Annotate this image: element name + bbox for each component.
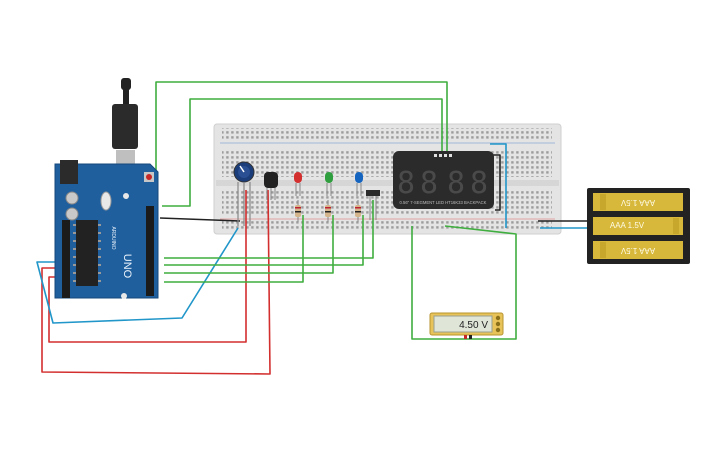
svg-text:AAA 1.5V: AAA 1.5V [620,246,655,255]
led-blue[interactable] [355,172,363,196]
svg-text:AAA 1.5V: AAA 1.5V [620,198,655,207]
wire-green-led2[interactable] [164,215,334,274]
breadboard-top-rail[interactable] [222,128,552,140]
wire-blue-display[interactable] [490,143,507,228]
temperature-sensor[interactable] [264,172,278,200]
pushbutton[interactable] [366,190,380,220]
multimeter[interactable]: 4.50 V [429,312,504,339]
resistor-green-led[interactable] [325,200,331,222]
wire-blue-pot[interactable] [36,227,239,324]
wire-green-meter-a[interactable] [411,226,470,340]
led-red[interactable] [294,172,302,196]
multimeter-reading: 4.50 V [459,320,488,331]
display-digit-1: 8 [397,166,415,201]
arduino-sub-label: ARDUINO [110,226,116,249]
battery-cell-2: AAA 1.5V [593,217,683,235]
display-digit-2: 8 [420,166,438,201]
wire-green-scl[interactable] [155,81,448,196]
display-digit-3: 8 [447,166,465,201]
display-caption: 0.56" 7-SEGMENT LED HT16K33 BACKPACK [400,200,487,205]
multimeter-probe-red[interactable] [464,335,467,339]
usb-plug [112,104,138,149]
arduino-uno-board[interactable]: UNO ARDUINO [54,78,159,299]
header-analog-power[interactable] [62,220,70,298]
wire-green-sda[interactable] [162,98,443,207]
wire-green-meter-b[interactable] [444,225,517,340]
resistor-blue-led[interactable] [355,200,361,222]
arduino-brand-label: UNO [121,254,133,279]
breadboard-lower-terminals[interactable] [222,189,552,216]
resistor-red-led[interactable] [295,200,301,222]
wires [36,81,590,375]
wire-black-display-gnd[interactable] [493,154,501,211]
wire-black-gnd[interactable] [159,217,241,222]
wire-green-led1[interactable] [164,215,304,283]
power-jack [60,160,78,184]
breadboard-bottom-rail[interactable] [222,221,552,231]
potentiometer[interactable] [233,161,255,226]
seven-segment-display[interactable]: 8 8 8 8 0.56" 7-SEGMENT LED HT16K33 BACK… [393,151,494,209]
wire-red-pot[interactable] [48,190,247,343]
atmega-chip [76,220,98,286]
header-digital[interactable] [146,206,154,296]
multimeter-probe-black[interactable] [469,335,472,339]
led-green[interactable] [325,172,333,196]
svg-text:AAA 1.5V: AAA 1.5V [610,221,645,230]
display-digit-4: 8 [470,166,488,201]
battery-cell-3: AAA 1.5V [593,241,683,259]
wire-green-button[interactable] [164,200,374,259]
battery-cell-1: AAA 1.5V [593,193,683,211]
wire-red-5v[interactable] [41,189,271,375]
usb-connector [116,150,135,166]
battery-pack[interactable]: AAA 1.5V AAA 1.5V AAA 1.5V [587,188,690,264]
wire-green-led3[interactable] [164,215,364,266]
